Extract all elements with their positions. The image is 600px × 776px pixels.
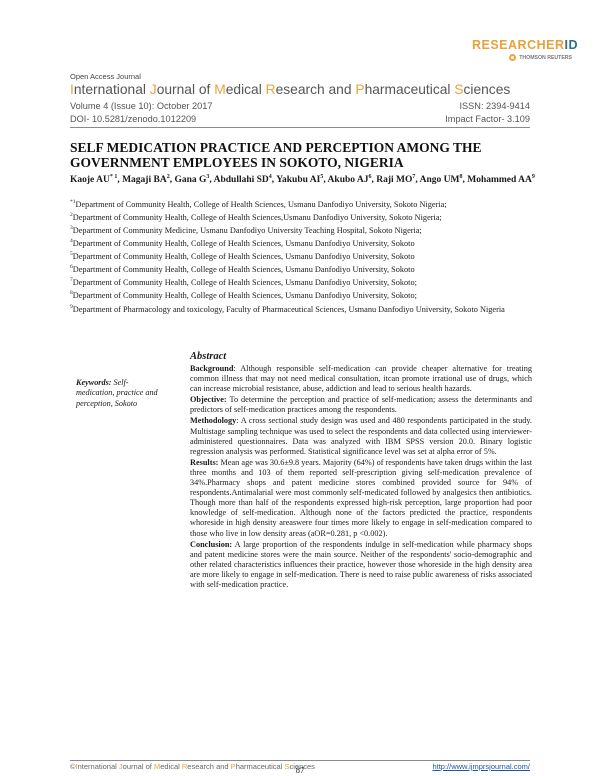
title-segment: S <box>454 82 464 97</box>
title-segment: I <box>70 82 74 97</box>
author: Ango UM8 <box>419 174 463 186</box>
affiliation: 3Department of Community Medicine, Usman… <box>70 225 422 235</box>
abstract-paragraph: Objective: To determine the perception a… <box>190 395 532 415</box>
abstract-paragraph: Methodology: A cross sectional study des… <box>190 416 532 456</box>
volume: Volume 4 (Issue 10): October 2017 <box>70 101 213 111</box>
affiliation: 8Department of Community Health, College… <box>70 290 417 301</box>
issn: ISSN: 2394-9414 <box>459 101 531 111</box>
journal-url-link[interactable]: http://www.ijmprsjournal.com/ <box>432 762 530 771</box>
title-segment: esearch and <box>187 762 231 771</box>
author: Akubo AJ6 <box>327 174 372 186</box>
author: Raji MO7 <box>376 174 416 186</box>
title-segment: edical <box>225 82 266 97</box>
affiliation: 2Department of Community Health, College… <box>70 212 442 222</box>
title-segment: M <box>153 762 161 771</box>
title-segment: P <box>355 82 365 97</box>
title-segment: esearch and <box>275 82 356 97</box>
title-segment: R <box>181 762 188 771</box>
author: Magaji BA2 <box>122 174 170 186</box>
author-list: Kaoje AU* 1, Magaji BA2, Gana G3, Abdull… <box>70 174 535 186</box>
author: Gana G3 <box>174 174 210 186</box>
keywords-text: Self-medication, practice and perception… <box>76 378 158 408</box>
abstract-paragraph: Background: Although responsible self-me… <box>190 364 532 394</box>
abstract-paragraph: Results: Mean age was 30.6±9.8 years. Ma… <box>190 457 532 538</box>
footer: ©International Journal of Medical Resear… <box>70 762 530 771</box>
volume-issn-row: Volume 4 (Issue 10): October 2017 ISSN: … <box>70 101 530 111</box>
footer-journal: ©International Journal of Medical Resear… <box>70 762 315 771</box>
researcherid-logo: RESEARCHERID <box>471 38 578 52</box>
title-segment: R <box>265 82 276 97</box>
journal-title: International Journal of Medical Researc… <box>70 82 510 97</box>
title-segment: S <box>284 762 290 771</box>
thomson-reuters-logo: THOMSON REUTERS <box>509 54 572 61</box>
keywords-label: Keywords: <box>76 378 112 387</box>
author: Kaoje AU* 1 <box>70 174 118 186</box>
open-access-label: Open Access Journal <box>70 72 141 81</box>
title-segment: ciences <box>463 82 511 97</box>
title-segment: I <box>75 762 78 771</box>
title-segment: J <box>118 762 123 771</box>
doi: DOI- 10.5281/zenodo.1012209 <box>70 114 197 124</box>
affiliation: 7Department of Community Health, College… <box>70 277 417 288</box>
title-segment: © <box>70 762 76 771</box>
author: Mohammed AA9 <box>467 174 535 186</box>
title-segment: ournal of <box>156 82 215 97</box>
doi-impact-row: DOI- 10.5281/zenodo.1012209 Impact Facto… <box>70 114 530 124</box>
author: Yakubu AI5 <box>276 174 324 186</box>
page-number: 87 <box>295 765 305 775</box>
title-segment: ournal of <box>122 762 154 771</box>
article-title: SELF MEDICATION PRACTICE AND PERCEPTION … <box>70 140 482 170</box>
title-segment: harmaceutical <box>364 82 455 97</box>
title-segment: J <box>149 82 157 97</box>
footer-rule <box>70 760 530 761</box>
thomson-reuters-icon <box>509 54 517 61</box>
abstract-body: Background: Although responsible self-me… <box>190 364 532 591</box>
author: Abdullahi SD4 <box>213 174 272 186</box>
title-segment: P <box>230 762 236 771</box>
affiliation: 9Department of Pharmacology and toxicolo… <box>70 303 505 314</box>
header-rule <box>70 127 530 128</box>
affiliation: 5Department of Community Health, College… <box>70 251 415 262</box>
title-segment: harmaceutical <box>235 762 285 771</box>
title-segment: nternational <box>73 82 150 97</box>
affiliations: *1Department of Community Health, Colleg… <box>70 197 532 315</box>
affiliation: 4Department of Community Health, College… <box>70 238 415 248</box>
affiliation: *1Department of Community Health, Colleg… <box>70 199 447 209</box>
impact-factor: Impact Factor- 3.109 <box>445 114 530 124</box>
abstract-paragraph: Conclusion: A large proportion of the re… <box>190 539 532 589</box>
title-segment: M <box>214 82 226 97</box>
keywords: Keywords: Self-medication, practice and … <box>76 378 158 409</box>
abstract-heading: Abstract <box>190 351 227 362</box>
title-segment: ciences <box>289 762 315 771</box>
affiliation: 6Department of Community Health, College… <box>70 264 415 275</box>
title-segment: edical <box>160 762 182 771</box>
title-segment: nternational <box>77 762 119 771</box>
